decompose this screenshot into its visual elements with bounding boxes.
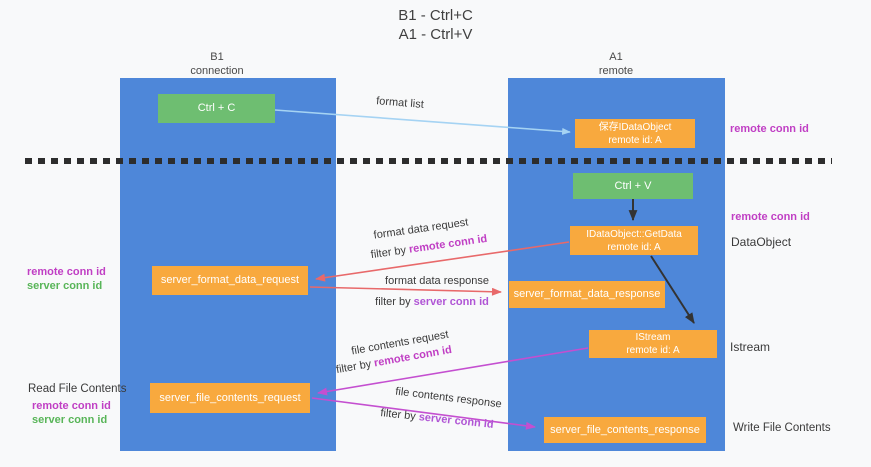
server-conn-id-annotation: server conn id <box>32 414 108 426</box>
node-istream: IStream remote id: A <box>589 330 717 358</box>
label-format-list: format list <box>355 93 446 112</box>
label-file-response-text: file contents response <box>394 385 503 411</box>
node-idataobject-getdata: IDataObject::GetData remote id: A <box>570 226 698 255</box>
filter-prefix: filter by <box>370 243 410 262</box>
annotation-istream: Istream <box>730 340 770 354</box>
node-server-file-contents-response: server_file_contents_response <box>544 417 706 443</box>
node-server-file-contents-request: server_file_contents_request <box>150 383 310 413</box>
remote-conn-id-annotation: remote conn id <box>730 123 809 135</box>
annotation-read-file-contents: Read File Contents <box>28 382 126 396</box>
node-istream-line1: IStream <box>635 332 671 343</box>
node-saved-idataobject-line2: remote id: A <box>608 134 662 146</box>
node-istream-line2: remote id: A <box>626 345 680 356</box>
annotation-remote-conn-id-top: remote conn id <box>730 122 809 136</box>
title-line-2: A1 - Ctrl+V <box>398 26 473 43</box>
lifeline-a1-role: remote <box>598 65 634 77</box>
node-file-response-label: server_file_contents_response <box>550 423 700 436</box>
machine-boundary-dashed-line <box>25 158 832 164</box>
node-server-format-data-response: server_format_data_response <box>509 281 665 308</box>
filter-prefix: filter by <box>379 407 420 424</box>
node-saved-idataobject: 保存IDataObject remote id: A <box>575 119 695 148</box>
node-format-response-label: server_format_data_response <box>513 288 661 300</box>
filter-prefix: filter by <box>335 357 376 377</box>
title-line-1: B1 - Ctrl+C <box>398 7 473 24</box>
remote-conn-id-annotation: remote conn id <box>27 266 106 278</box>
filter-prefix: filter by <box>375 296 414 308</box>
annotation-remote-conn-id-mid: remote conn id <box>731 210 810 224</box>
label-format-list-text: format list <box>375 95 425 111</box>
server-conn-id-annotation: server conn id <box>27 280 103 292</box>
istream-text: Istream <box>730 340 771 354</box>
server-conn-id-key: server conn id <box>418 411 495 431</box>
lifeline-header-a1: A1 remote <box>546 50 686 78</box>
annotation-left-file-conn-ids: remote conn id server conn id <box>32 399 111 427</box>
label-format-response-text: format data response <box>385 275 489 287</box>
node-ctrl-v: Ctrl + V <box>573 173 693 199</box>
server-conn-id-key: server conn id <box>413 296 489 308</box>
dataobject-text: DataObject <box>731 235 792 249</box>
node-ctrl-v-label: Ctrl + V <box>614 179 652 192</box>
annotation-dataobject: DataObject <box>731 235 791 249</box>
diagram-title: B1 - Ctrl+C A1 - Ctrl+V <box>0 6 871 44</box>
node-saved-idataobject-line1: 保存IDataObject <box>598 121 672 133</box>
node-format-request-label: server_format_data_request <box>160 274 300 286</box>
lifeline-header-b1: B1 connection <box>147 50 287 78</box>
lifeline-b1-name: B1 <box>210 51 224 63</box>
remote-conn-id-annotation: remote conn id <box>32 400 111 412</box>
annotation-write-file-contents: Write File Contents <box>733 421 831 435</box>
label-filter-server-1: filter by server conn id <box>352 296 512 308</box>
lifeline-a1-name: A1 <box>609 51 623 63</box>
read-file-contents-text: Read File Contents <box>28 383 127 395</box>
node-getdata-line2: remote id: A <box>607 241 661 253</box>
remote-conn-id-annotation: remote conn id <box>731 211 810 223</box>
annotation-left-format-conn-ids: remote conn id server conn id <box>27 265 106 293</box>
node-ctrl-c: Ctrl + C <box>158 94 275 123</box>
lifeline-b1-role: connection <box>190 65 244 77</box>
label-format-data-response: format data response <box>362 275 512 287</box>
node-getdata-line1: IDataObject::GetData <box>586 228 682 240</box>
node-server-format-data-request: server_format_data_request <box>152 266 308 295</box>
write-file-contents-text: Write File Contents <box>733 422 831 434</box>
arrow-format-data-response <box>309 286 502 296</box>
node-file-request-label: server_file_contents_request <box>159 391 301 404</box>
node-ctrl-c-label: Ctrl + C <box>197 102 236 114</box>
remote-conn-id-key: remote conn id <box>408 232 488 256</box>
